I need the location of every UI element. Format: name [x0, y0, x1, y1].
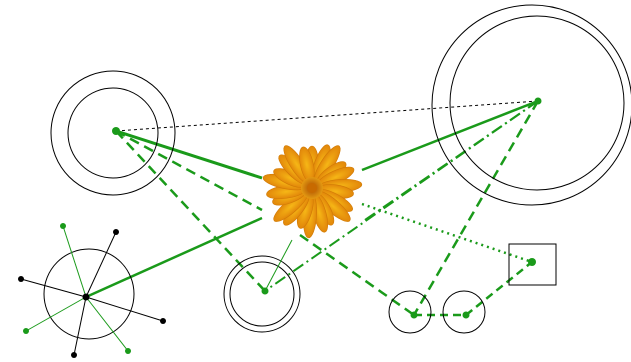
node-paircircle-dot [462, 311, 470, 319]
connectors [85, 99, 540, 317]
node-smallcircle-dot [261, 287, 269, 295]
flower-center-core [307, 183, 317, 193]
node-paircircle [442, 290, 486, 334]
star-spoke [62, 225, 87, 298]
node-smallcircle-inner-ring [229, 261, 295, 327]
node-square-dot [528, 258, 536, 266]
node-smallcircle [223, 239, 301, 333]
edge-flower-topright [361, 99, 539, 172]
daisy-flower-icon [262, 144, 363, 239]
node-smallcircle-outer-ring [223, 255, 301, 333]
edge-flower-bottomcircle [299, 233, 415, 317]
node-paircircle-ring [442, 290, 486, 334]
edge-topleft-flower-dashed [115, 129, 263, 212]
star-spoke [20, 278, 87, 298]
edge-star-flower [85, 216, 263, 299]
node-square-box [508, 243, 557, 286]
star-endpoint [71, 352, 77, 358]
node-topleft-outer-ring [50, 70, 176, 196]
edge-topleft-topright [115, 100, 539, 132]
node-topright-outer-ring [431, 4, 631, 206]
edge-topleft-flower [115, 129, 263, 180]
edge-topright-flower-dashdot [361, 100, 539, 223]
star-endpoint [113, 229, 119, 235]
node-smallcircle-spoke [264, 239, 293, 292]
star-endpoint [125, 348, 131, 354]
node-star [18, 223, 166, 358]
node-topright-dot [534, 97, 542, 105]
node-star-ring [43, 248, 135, 340]
node-topleft [50, 70, 176, 196]
node-topright-inner-ring [449, 15, 625, 191]
node-topright [431, 4, 631, 206]
node-topleft-inner-ring [67, 87, 159, 179]
star-endpoint [23, 328, 29, 334]
star-endpoint [160, 318, 166, 324]
star-endpoint [18, 276, 24, 282]
edge-topleft-smallcircle [115, 130, 266, 292]
star-spoke [85, 296, 164, 322]
star-spoke [85, 296, 129, 352]
edge-flower-square [361, 202, 533, 264]
edge-topright-bottomcircle [412, 100, 540, 316]
node-bottomcircle-ring [388, 290, 432, 334]
edge-pair-square [465, 261, 533, 316]
star-endpoint [60, 223, 66, 229]
node-star-center [82, 293, 90, 301]
star-spoke [25, 296, 87, 332]
node-topleft-dot [112, 127, 120, 135]
node-bottomcircle [388, 290, 432, 334]
star-spoke [85, 231, 117, 298]
star-spoke [73, 296, 87, 356]
node-bottomcircle-dot [410, 311, 418, 319]
node-square [508, 243, 557, 286]
